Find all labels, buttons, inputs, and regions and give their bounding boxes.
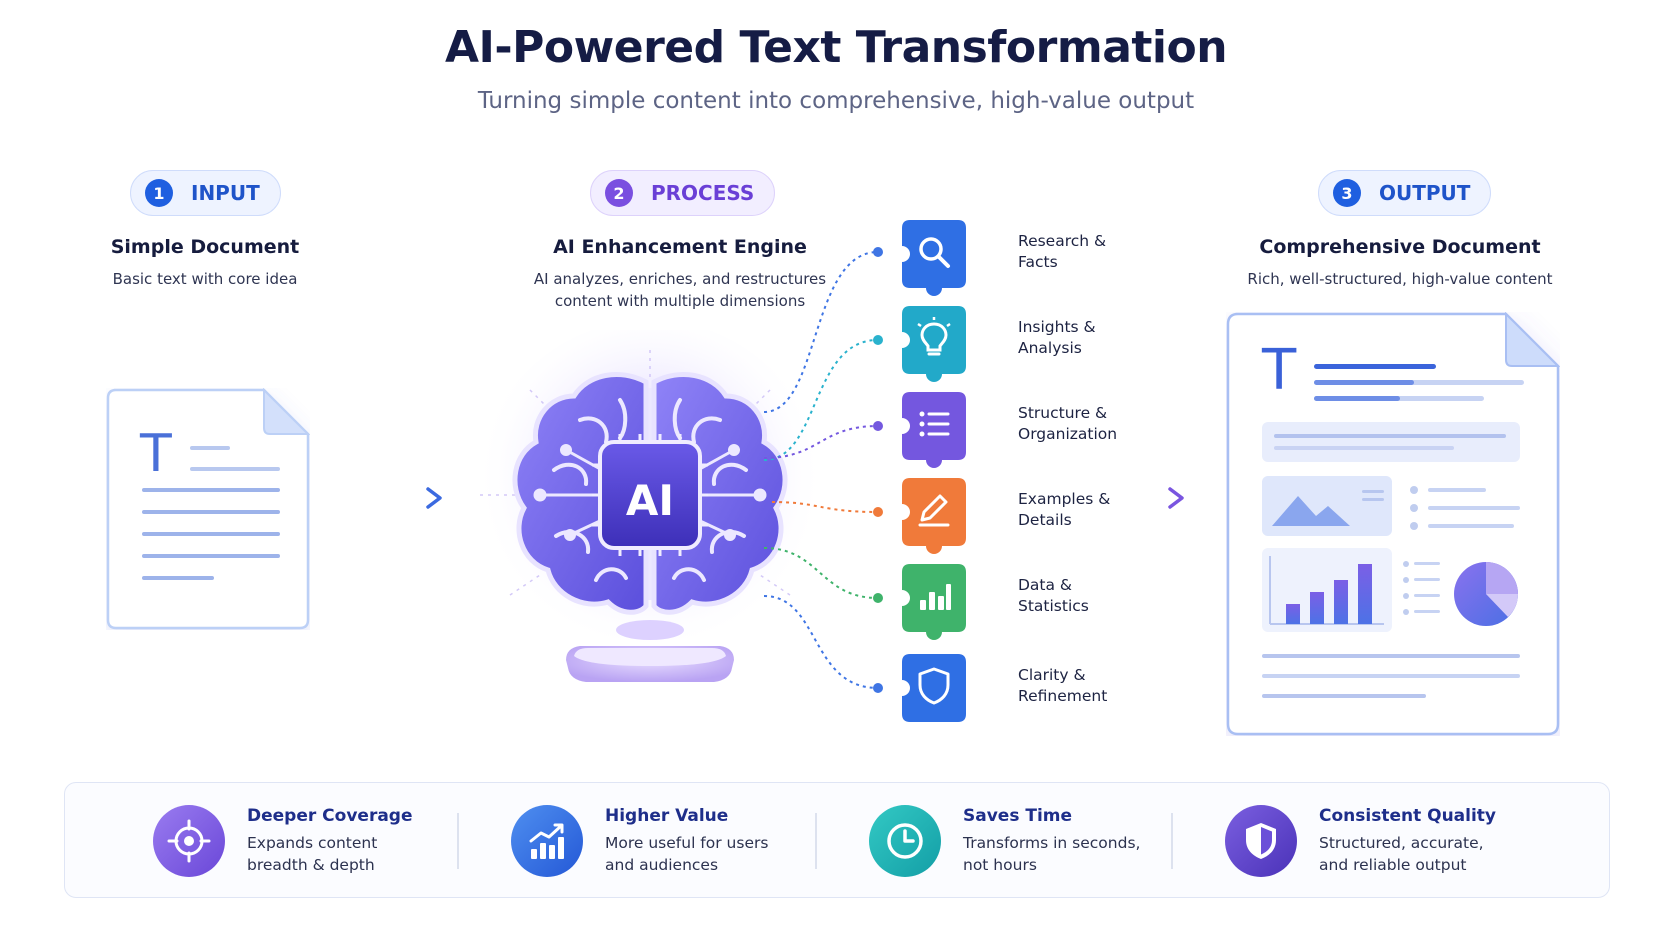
benefit-title: Saves Time — [963, 806, 1073, 826]
benefit-title: Consistent Quality — [1319, 806, 1497, 826]
puzzle-structure — [900, 390, 980, 474]
process-description-line2: content with multiple dimensions — [554, 292, 806, 310]
step-number: 3 — [1333, 179, 1361, 207]
process-description-line1: AI analyzes, enriches, and restructures — [533, 270, 827, 288]
divider — [815, 813, 817, 869]
step-label: PROCESS — [651, 181, 755, 205]
benefit-text-line2: breadth & depth — [247, 856, 375, 874]
benefit-text-line2: and reliable output — [1319, 856, 1467, 874]
text-glyph: T — [1262, 338, 1297, 403]
ai-chip-label: AI — [625, 476, 675, 525]
input-document: T — [106, 387, 311, 630]
benefit-icon-wrap — [153, 805, 225, 877]
dimension-label: Insights &Analysis — [1018, 318, 1096, 357]
pencil-icon — [918, 494, 950, 527]
dimension-label: Structure &Organization — [1018, 404, 1118, 443]
puzzle-examples — [900, 476, 980, 560]
clock-icon — [887, 823, 923, 859]
benefit-text-line1: Expands content — [247, 834, 378, 852]
connector-lines — [763, 247, 883, 693]
step-label: INPUT — [191, 181, 260, 205]
benefit-consistent-quality: Consistent Quality Structured, accurate,… — [1225, 783, 1496, 899]
document-icon — [1226, 311, 1561, 736]
dimension-label: Examples &Details — [1018, 490, 1111, 529]
benefit-text-line1: More useful for users — [605, 834, 769, 852]
process-heading: AI Enhancement Engine — [553, 236, 807, 258]
step-process-pill: 2 PROCESS — [590, 170, 776, 216]
output-description: Rich, well-structured, high-value conten… — [1247, 270, 1553, 288]
target-icon — [167, 819, 211, 863]
dimension-label: Research &Facts — [1018, 232, 1107, 271]
benefit-icon-wrap — [1225, 805, 1297, 877]
arrow-right-icon — [1126, 487, 1184, 509]
dimension-label: Data &Statistics — [1018, 576, 1089, 615]
lightbulb-icon — [917, 317, 951, 356]
output-heading: Comprehensive Document — [1259, 236, 1541, 258]
divider — [1171, 813, 1173, 869]
puzzle-research — [900, 218, 980, 302]
benefit-higher-value: Higher Value More useful for users and a… — [511, 783, 768, 899]
page-subtitle: Turning simple content into comprehensiv… — [477, 88, 1195, 114]
dimension-label: Clarity &Refinement — [1018, 666, 1108, 705]
list-icon — [919, 411, 950, 437]
ai-engine: AI — [470, 320, 830, 700]
step-number: 1 — [145, 179, 173, 207]
step-label: OUTPUT — [1379, 181, 1471, 205]
benefit-saves-time: Saves Time Transforms in seconds, not ho… — [869, 783, 1140, 899]
benefit-text-line2: and audiences — [605, 856, 719, 874]
brain-icon — [475, 320, 825, 682]
benefit-title: Deeper Coverage — [247, 806, 413, 826]
benefit-deeper-coverage: Deeper Coverage Expands content breadth … — [153, 783, 413, 899]
shield-icon — [918, 667, 950, 705]
puzzle-insights — [900, 304, 980, 388]
benefit-text-line1: Transforms in seconds, — [963, 834, 1141, 852]
benefit-text-line2: not hours — [963, 856, 1037, 874]
benefit-icon-wrap — [869, 805, 941, 877]
input-heading: Simple Document — [110, 236, 300, 258]
benefits-bar: Deeper Coverage Expands content breadth … — [64, 782, 1610, 898]
step-output-pill: 3 OUTPUT — [1318, 170, 1492, 216]
puzzle-piece — [902, 654, 966, 722]
page-title: AI-Powered Text Transformation — [444, 22, 1228, 73]
text-glyph: T — [140, 424, 172, 484]
search-icon — [919, 237, 950, 268]
growth-chart-icon — [529, 823, 564, 859]
benefit-icon-wrap — [511, 805, 583, 877]
divider — [457, 813, 459, 869]
benefit-title: Higher Value — [605, 806, 729, 826]
puzzle-data — [900, 562, 980, 646]
puzzle-clarity — [900, 652, 980, 736]
input-description: Basic text with core idea — [112, 270, 298, 288]
arrow-right-icon — [354, 487, 442, 509]
output-document: T — [1226, 311, 1561, 736]
bar-chart-icon — [920, 584, 951, 610]
benefit-text-line1: Structured, accurate, — [1319, 834, 1484, 852]
shield-check-icon — [1246, 823, 1276, 859]
puzzle-piece — [902, 392, 966, 468]
step-input-pill: 1 INPUT — [130, 170, 281, 216]
step-number: 2 — [605, 179, 633, 207]
document-icon — [106, 387, 311, 630]
